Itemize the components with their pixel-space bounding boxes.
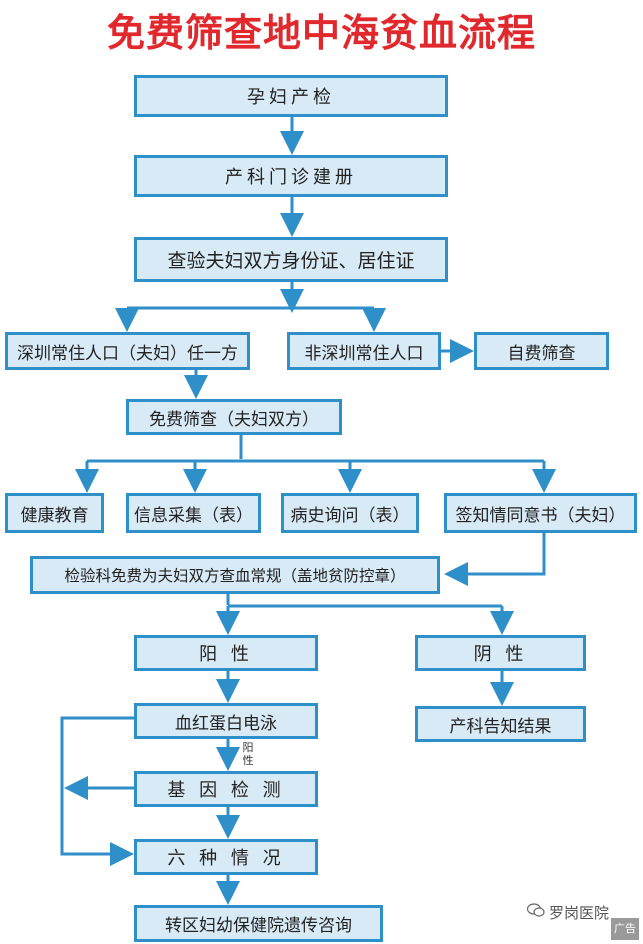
node-pregnant-checkup: 孕妇产检 <box>134 75 448 117</box>
positive-note: 阳 性 <box>242 741 254 767</box>
page-title: 免费筛查地中海贫血流程 <box>106 11 536 55</box>
loop-16-18 <box>60 716 134 866</box>
node-verify-id: 查验夫妇双方身份证、居住证 <box>134 237 448 282</box>
node-informed-consent: 签知情同意书（夫妇） <box>444 493 637 533</box>
node-positive: 阳 性 <box>134 635 318 671</box>
node-medical-history: 病史询问（表） <box>281 493 419 533</box>
ad-badge: 广告 <box>611 918 639 940</box>
node-genetic-counseling: 转区妇幼保健院遗传咨询 <box>134 905 383 942</box>
watermark-text: 罗岗医院 <box>549 904 610 922</box>
arrow-11-12 <box>444 532 546 586</box>
node-shenzhen-resident: 深圳常住人口（夫妇）任一方 <box>5 332 250 370</box>
node-health-education: 健康教育 <box>5 493 104 533</box>
node-hemoglobin-electrophoresis: 血红蛋白电泳 <box>134 703 318 739</box>
node-obstetric-registration: 产科门诊建册 <box>134 155 448 197</box>
node-notify-result: 产科告知结果 <box>415 706 586 742</box>
node-blood-routine: 检验科免费为夫妇双方查血常规（盖地贫防控章） <box>30 556 440 594</box>
node-self-paid-screening: 自费筛查 <box>474 332 609 370</box>
node-six-cases: 六 种 情 况 <box>134 839 318 875</box>
wechat-icon <box>526 903 545 922</box>
node-free-screening: 免费筛查（夫妇双方） <box>126 399 342 435</box>
node-negative: 阴 性 <box>415 635 586 671</box>
node-info-collection: 信息采集（表） <box>126 493 261 533</box>
node-non-shenzhen-resident: 非深圳常住人口 <box>287 332 441 370</box>
watermark: 罗岗医院 <box>526 902 610 923</box>
node-gene-testing: 基 因 检 测 <box>134 771 318 807</box>
